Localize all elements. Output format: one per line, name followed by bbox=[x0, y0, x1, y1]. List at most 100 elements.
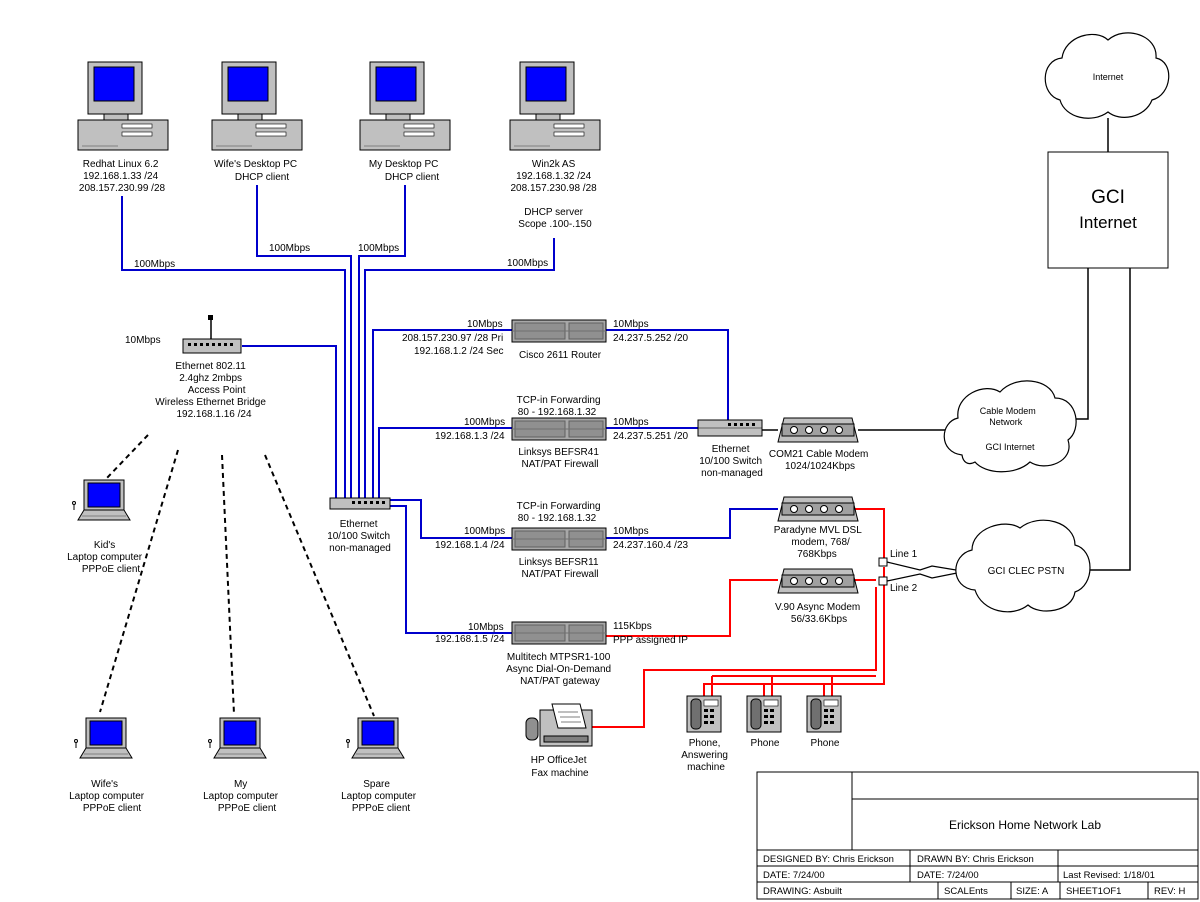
router-right-speed: 10Mbps bbox=[613, 319, 649, 330]
befsr41-right-speed: 10Mbps bbox=[613, 417, 649, 428]
phone-wiring bbox=[590, 508, 885, 728]
line2-jack bbox=[878, 576, 888, 586]
gci-box-line1: GCI bbox=[1091, 187, 1125, 208]
desktop-win2k: Win2k AS 192.168.1.32 /24 208.157.230.98… bbox=[507, 61, 601, 269]
gci-internet-box: GCI Internet bbox=[1047, 151, 1169, 269]
laptop-spare-label: Spare Laptop computer PPPoE client bbox=[341, 779, 419, 814]
router-right-ip: 24.237.5.252 /20 bbox=[613, 333, 689, 344]
title-block: Erickson Home Network Lab DESIGNED BY: C… bbox=[756, 771, 1199, 900]
last-revised: Last Revised: 1/18/01 bbox=[1063, 870, 1155, 881]
access-point-label: Ethernet 802.11 2.4ghz 2mbps Access Poin… bbox=[155, 361, 268, 420]
cable-modem-label: COM21 Cable Modem 1024/1024Kbps bbox=[769, 449, 871, 472]
multitech-label: Multitech MTPSR1-100 Async Dial-On-Deman… bbox=[506, 652, 614, 687]
desktop-linux-label: Redhat Linux 6.2 192.168.1.33 /24 208.15… bbox=[79, 159, 166, 194]
multitech-right-ip: PPP assigned IP bbox=[613, 635, 688, 646]
desktop-linux: Redhat Linux 6.2 192.168.1.33 /24 208.15… bbox=[77, 61, 175, 270]
befsr41-forwarding: TCP-in Forwarding 80 - 192.168.1.32 bbox=[517, 395, 604, 418]
laptop-wife-label: Wife's Laptop computer PPPoE client bbox=[69, 779, 147, 814]
v90-modem-label: V.90 Async Modem 56/33.6Kbps bbox=[775, 602, 863, 625]
date-drawn: DATE: 7/24/00 bbox=[917, 870, 979, 881]
line2-label: Line 2 bbox=[890, 583, 918, 594]
fax-machine: HP OfficeJet Fax machine bbox=[525, 703, 593, 779]
befsr41-left-ip: 192.168.1.3 /24 bbox=[435, 431, 505, 442]
desktop-wife-speed: 100Mbps bbox=[269, 243, 310, 254]
laptop-spare: Spare Laptop computer PPPoE client bbox=[341, 717, 419, 814]
size: SIZE: A bbox=[1016, 886, 1049, 897]
desktop-mine: My Desktop PC DHCP client 100Mbps bbox=[358, 61, 451, 254]
laptop-wife: Wife's Laptop computer PPPoE client bbox=[69, 717, 147, 814]
gci-box-line2: Internet bbox=[1079, 213, 1137, 232]
desktop-linux-speed: 100Mbps bbox=[134, 259, 175, 270]
wan-wiring bbox=[762, 118, 1131, 571]
befsr11-label: Linksys BEFSR11 NAT/PAT Firewall bbox=[519, 557, 602, 580]
dsl-modem: Paradyne MVL DSL modem, 768/ 768Kbps bbox=[774, 496, 864, 560]
line1-label: Line 1 bbox=[890, 549, 918, 560]
v90-modem: V.90 Async Modem 56/33.6Kbps bbox=[775, 568, 863, 625]
laptop-kids-label: Kid's Laptop computer PPPoE client bbox=[67, 540, 145, 575]
multitech-left-ip: 192.168.1.5 /24 bbox=[435, 634, 505, 645]
router-ip-primary: 208.157.230.97 /28 Pri bbox=[402, 333, 503, 344]
designed-by: DESIGNED BY: Chris Erickson bbox=[763, 854, 894, 865]
cable-network-cloud-label: Cable Modem Network GCI Internet bbox=[980, 406, 1039, 452]
main-switch: Ethernet 10/100 Switch non-managed bbox=[327, 497, 393, 554]
sheet: SHEET1OF1 bbox=[1066, 886, 1121, 897]
befsr41-left-speed: 100Mbps bbox=[464, 417, 505, 428]
internet-cloud-label: Internet bbox=[1093, 72, 1124, 82]
access-point-speed: 10Mbps bbox=[125, 335, 161, 346]
internet-cloud: Internet bbox=[1044, 32, 1170, 119]
laptop-kids: Kid's Laptop computer PPPoE client bbox=[67, 479, 145, 575]
befsr11-left-speed: 100Mbps bbox=[464, 526, 505, 537]
scale: SCALEnts bbox=[944, 886, 988, 897]
desktop-wife-label: Wife's Desktop PC DHCP client bbox=[214, 159, 300, 183]
laptop-mine-label: My Laptop computer PPPoE client bbox=[203, 779, 281, 814]
multitech-right-speed: 115Kbps bbox=[613, 621, 652, 632]
access-point: Ethernet 802.11 2.4ghz 2mbps Access Poin… bbox=[125, 315, 268, 420]
pstn-cloud: GCI CLEC PSTN bbox=[955, 519, 1091, 613]
befsr11-right-ip: 24.237.160.4 /23 bbox=[613, 540, 689, 551]
main-switch-label: Ethernet 10/100 Switch non-managed bbox=[327, 519, 393, 554]
pstn-cloud-label: GCI CLEC PSTN bbox=[988, 566, 1065, 577]
cisco-router: 10Mbps 208.157.230.97 /28 Pri 192.168.1.… bbox=[402, 319, 689, 361]
fax-label: HP OfficeJet Fax machine bbox=[531, 755, 590, 779]
small-switch: Ethernet 10/100 Switch non-managed bbox=[697, 419, 765, 479]
phone-3: Phone bbox=[806, 695, 842, 749]
befsr41-label: Linksys BEFSR41 NAT/PAT Firewall bbox=[518, 447, 601, 470]
wireless-links bbox=[99, 434, 375, 717]
befsr11-left-ip: 192.168.1.4 /24 bbox=[435, 540, 505, 551]
desktop-win2k-label: Win2k AS 192.168.1.32 /24 208.157.230.98… bbox=[511, 159, 600, 230]
cable-modem: COM21 Cable Modem 1024/1024Kbps bbox=[769, 417, 871, 472]
phone-2-label: Phone bbox=[751, 738, 780, 749]
router-left-speed: 10Mbps bbox=[467, 319, 503, 330]
linksys-befsr41: TCP-in Forwarding 80 - 192.168.1.32 100M… bbox=[435, 395, 689, 470]
cable-network-cloud: Cable Modem Network GCI Internet bbox=[943, 380, 1077, 473]
router-ip-secondary: 192.168.1.2 /24 Sec bbox=[414, 346, 504, 357]
phone-2: Phone bbox=[746, 695, 782, 749]
befsr11-forwarding: TCP-in Forwarding 80 - 192.168.1.32 bbox=[517, 501, 604, 524]
drawn-by: DRAWN BY: Chris Erickson bbox=[917, 854, 1034, 865]
desktop-mine-label: My Desktop PC DHCP client bbox=[369, 159, 441, 183]
dsl-modem-label: Paradyne MVL DSL modem, 768/ 768Kbps bbox=[774, 525, 864, 560]
router-label: Cisco 2611 Router bbox=[519, 350, 602, 361]
date-designed: DATE: 7/24/00 bbox=[763, 870, 825, 881]
revision: REV: H bbox=[1154, 886, 1185, 897]
laptop-mine: My Laptop computer PPPoE client bbox=[203, 717, 281, 814]
phone-answering: Phone, Answering machine bbox=[681, 695, 730, 773]
befsr11-right-speed: 10Mbps bbox=[613, 526, 649, 537]
linksys-befsr11: TCP-in Forwarding 80 - 192.168.1.32 100M… bbox=[435, 501, 689, 580]
phone-3-label: Phone bbox=[811, 738, 840, 749]
small-switch-label: Ethernet 10/100 Switch non-managed bbox=[699, 444, 765, 479]
line2-link bbox=[886, 571, 963, 582]
desktop-mine-speed: 100Mbps bbox=[358, 243, 399, 254]
title-block-title: Erickson Home Network Lab bbox=[949, 818, 1101, 832]
line1-jack bbox=[878, 557, 888, 567]
desktop-win2k-speed: 100Mbps bbox=[507, 258, 548, 269]
phone-answering-label: Phone, Answering machine bbox=[681, 738, 730, 773]
befsr41-right-ip: 24.237.5.251 /20 bbox=[613, 431, 689, 442]
ethernet-wiring bbox=[121, 185, 778, 634]
drawing-type: DRAWING: Asbuilt bbox=[763, 886, 842, 897]
multitech-left-speed: 10Mbps bbox=[468, 622, 504, 633]
line1-link bbox=[886, 561, 963, 572]
multitech-gateway: 10Mbps 192.168.1.5 /24 115Kbps PPP assig… bbox=[435, 621, 688, 687]
desktop-wife: Wife's Desktop PC DHCP client 100Mbps bbox=[211, 61, 310, 254]
